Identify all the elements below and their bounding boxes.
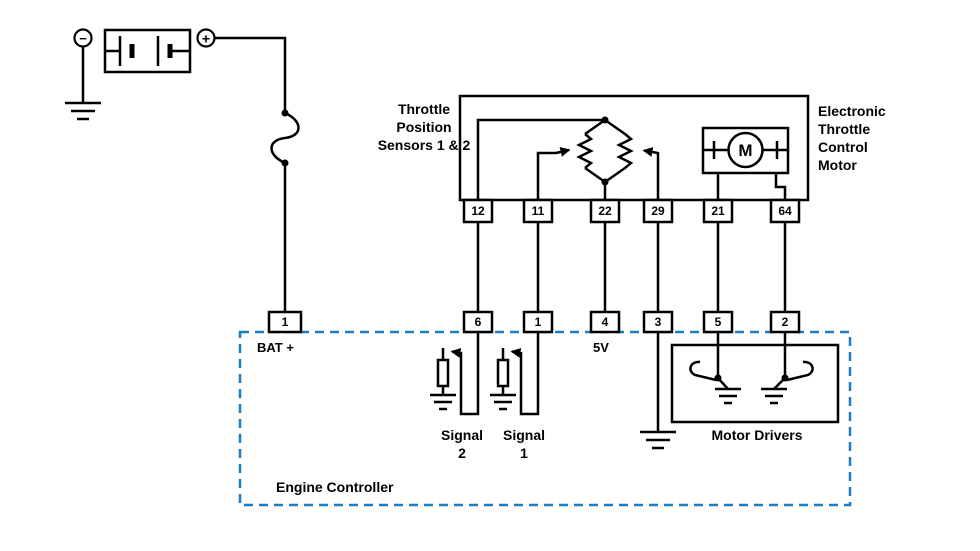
signal1-label-line2: 1: [520, 445, 528, 461]
motor-letter: M: [738, 141, 752, 160]
signal1-ground-icon: [490, 393, 516, 411]
controller-pin-6-number: 6: [475, 315, 482, 329]
fuse-icon: [270, 111, 300, 165]
sensor-diamond-legs: [584, 118, 626, 184]
signal2-resistor-icon: [436, 358, 450, 388]
sensor-top-junction: [601, 116, 609, 124]
motor-caption-line1: Electronic: [818, 103, 886, 119]
body-pin-21-number: 21: [711, 204, 725, 218]
signal2-label-line2: 2: [458, 445, 466, 461]
controller-pin-1-number: 1: [535, 315, 542, 329]
motor-caption-line3: Control: [818, 139, 868, 155]
sensor-ground-leg: [640, 332, 676, 450]
battery-feed: 1 BAT +: [214, 36, 303, 355]
throttle-body-pins: 12 11 22 29 21 64: [462, 198, 801, 224]
throttle-motor-symbol: M: [701, 126, 790, 200]
controller-pin-5-number: 5: [715, 315, 722, 329]
body-pin-22-number: 22: [598, 204, 612, 218]
sensor-bottom-junction: [601, 178, 609, 186]
throttle-body-border: [458, 94, 810, 202]
signal1-loop-wire: [510, 332, 540, 416]
motor-drivers: Motor Drivers: [670, 332, 840, 443]
sensor-caption-line2: Position: [396, 119, 451, 135]
battery-plates-thin: [105, 36, 190, 66]
battery-positive-wire: [214, 36, 287, 113]
body-pin-12-number: 12: [471, 204, 485, 218]
bat-plus-label: BAT +: [257, 340, 294, 355]
controller-pin-bat: [267, 310, 303, 334]
controller-pin-bat-number: 1: [282, 315, 289, 329]
motor-drivers-label: Motor Drivers: [711, 427, 802, 443]
pin29-wiper-arrow: [642, 147, 660, 200]
five-volt-label: 5V: [593, 340, 609, 355]
signal2-ground-icon: [430, 393, 456, 411]
body-pin-64-number: 64: [778, 204, 792, 218]
throttle-position-sensor-symbol: [476, 116, 660, 200]
body-pin-29-number: 29: [651, 204, 665, 218]
signal1-resistor-icon: [496, 358, 510, 388]
engine-controller-label: Engine Controller: [276, 479, 394, 495]
sensor1-resistor-icon: [576, 133, 594, 169]
pin12-wire: [476, 118, 605, 200]
battery: − +: [65, 28, 216, 121]
controller-pin-4: [589, 310, 621, 334]
harness-wires: [476, 222, 787, 312]
signal2-loop-wire: [450, 332, 480, 416]
driver-right-ground-link: [773, 377, 786, 390]
body-pin-11-number: 11: [532, 204, 545, 218]
battery-negative-sign: −: [79, 31, 87, 46]
battery-ground-icon: [65, 101, 101, 121]
controller-pin-4-number: 4: [602, 315, 609, 329]
signal1-label-line1: Signal: [503, 427, 545, 443]
motor-drivers-border: [670, 343, 840, 424]
motor-circle-icon: [727, 131, 764, 169]
battery-plates-thick: [129, 44, 173, 58]
motor-brushes: [703, 141, 788, 159]
controller-ground-icon: [640, 430, 676, 450]
controller-pin-3-number: 3: [655, 315, 662, 329]
signal2-label-line1: Signal: [441, 427, 483, 443]
controller-pins: 6 1 4 3 5 2 5V: [462, 310, 801, 355]
sensor2-resistor-icon: [616, 133, 634, 169]
motor-terminal-wire-right: [774, 173, 787, 200]
driver-left-switch-icon: [689, 360, 717, 382]
sensor-caption-line1: Throttle: [398, 101, 450, 117]
engine-controller-box: Engine Controller: [238, 330, 852, 507]
throttle-body: Throttle Position Sensors 1 & 2 Electron…: [378, 94, 886, 224]
sensor-caption-line3: Sensors 1 & 2: [378, 137, 471, 153]
driver-left-ground-link: [717, 377, 729, 390]
signal1-input-circuit: Signal 1: [490, 332, 545, 461]
driver-right-switch-icon: [786, 360, 814, 382]
driver-right-ground-icon: [761, 387, 787, 405]
pin11-wiper-arrow: [536, 147, 571, 200]
controller-pin-2-number: 2: [782, 315, 789, 329]
motor-caption-line2: Throttle: [818, 121, 870, 137]
signal2-input-circuit: Signal 2: [430, 332, 483, 461]
driver-left-ground-icon: [715, 387, 741, 405]
motor-caption-line4: Motor: [818, 157, 857, 173]
battery-positive-sign: +: [202, 31, 210, 47]
